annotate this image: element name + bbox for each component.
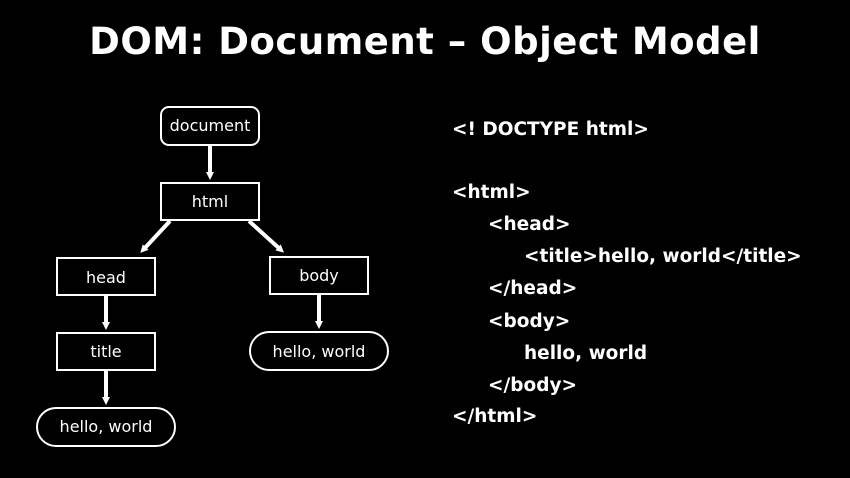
node-head: head <box>56 257 156 296</box>
code-line-html-close: </html> <box>452 406 538 427</box>
page-title: DOM: Document – Object Model <box>89 20 761 63</box>
code-line-body-open: <body> <box>488 311 571 332</box>
code-line-html-open: <html> <box>452 182 531 203</box>
node-head-label: head <box>86 268 126 287</box>
node-document-label: document <box>170 116 251 135</box>
code-line-head-open: <head> <box>488 214 571 235</box>
node-body-label: body <box>299 266 339 285</box>
node-title: title <box>56 332 156 371</box>
node-text-right: hello, world <box>249 331 389 371</box>
node-text-left-label: hello, world <box>60 417 153 436</box>
code-line-head-close: </head> <box>488 278 578 299</box>
node-text-right-label: hello, world <box>273 342 366 361</box>
node-document: document <box>160 106 260 146</box>
node-html: html <box>160 182 260 221</box>
node-html-label: html <box>192 192 228 211</box>
node-body: body <box>269 256 369 295</box>
edge-html-body <box>247 219 284 253</box>
tree-edges <box>102 146 323 405</box>
code-line-body-close: </body> <box>488 375 578 396</box>
node-text-left: hello, world <box>36 407 176 447</box>
code-line-doctype: <! DOCTYPE html> <box>452 119 649 140</box>
code-line-title: <title>hello, world</title> <box>524 246 802 267</box>
node-title-label: title <box>90 342 121 361</box>
code-line-body-text: hello, world <box>524 343 648 364</box>
edge-html-head <box>140 219 172 253</box>
